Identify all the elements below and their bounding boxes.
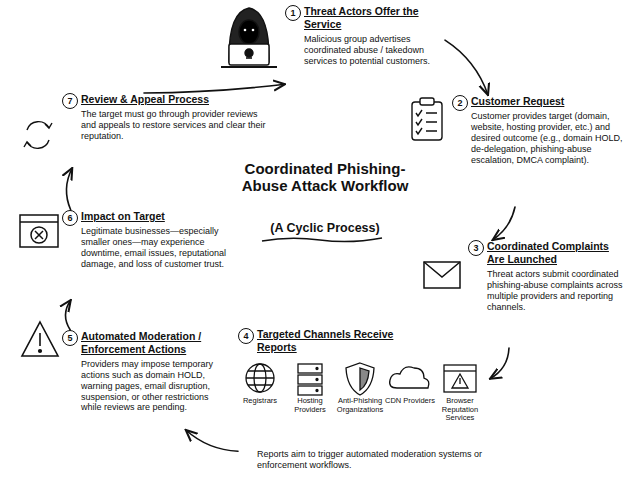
channel-label: CDN Providers <box>385 397 435 406</box>
step-box: 1Threat Actors Offer the ServiceMaliciou… <box>285 5 445 93</box>
callout-number: 5 <box>62 330 78 346</box>
cycle-arrow <box>490 348 509 379</box>
step-box: 3Coordinated Complaints Are LaunchedThre… <box>468 240 632 348</box>
step-description: Providers may impose temporary actions s… <box>81 359 227 414</box>
globe-icon-part <box>254 364 266 392</box>
clipboard-icon-part <box>416 119 437 125</box>
server-stack-icon-part <box>298 364 322 373</box>
cycle-arrows-icon <box>24 122 52 149</box>
clipboard-icon-part <box>416 128 437 134</box>
error-window-icon-part <box>20 221 58 223</box>
cycle-arrow <box>493 207 515 240</box>
browser-warning-icon-part <box>452 374 468 388</box>
callout-number: 3 <box>468 240 484 256</box>
server-stack-icon-part <box>298 386 322 395</box>
server-stack-icon-part <box>298 375 322 384</box>
cycle-arrows-icon-part <box>24 142 31 147</box>
warning-triangle-icon-part <box>39 333 41 346</box>
cycle-arrows-icon-part <box>27 122 49 130</box>
step-box: 7Review & Appeal ProcessThe target must … <box>62 93 267 168</box>
warning-triangle-icon-part <box>39 350 42 353</box>
step-description: Malicious group advertises coordinated a… <box>304 34 445 67</box>
channel-label: Browser Reputation Services <box>435 397 485 423</box>
hooded-figure-icon-part <box>229 44 269 65</box>
cycle-arrow <box>65 300 70 330</box>
hooded-figure-icon-part <box>229 8 269 62</box>
diagram-title: Coordinated Phishing-Abuse Attack Workfl… <box>240 160 410 195</box>
error-window-icon <box>20 215 58 247</box>
hooded-figure-icon-part <box>221 66 277 68</box>
step-heading: Automated Moderation / Enforcement Actio… <box>81 330 221 356</box>
cycle-arrow <box>186 430 238 451</box>
clipboard-icon-part <box>412 102 442 140</box>
clipboard-icon <box>412 98 442 140</box>
callout-number: 1 <box>285 5 301 21</box>
callout-number: 6 <box>62 210 78 226</box>
step-heading: Review & Appeal Process <box>81 93 261 106</box>
error-window-icon-part <box>20 215 58 247</box>
cycle-arrow <box>66 168 72 210</box>
step-heading: Customer Request <box>471 95 631 108</box>
subtitle: (A Cyclic Process) <box>240 221 410 235</box>
server-stack-icon-part <box>316 368 318 370</box>
server-stack-icon-part <box>316 390 318 392</box>
step-description: Reports aim to trigger automated moderat… <box>257 449 490 471</box>
cloud-icon <box>390 367 429 388</box>
cycle-arrow <box>445 40 488 95</box>
callout-number: 4 <box>238 328 254 344</box>
globe-icon-part <box>246 364 274 392</box>
envelope-icon-part <box>424 262 460 288</box>
title-underline-part <box>262 238 382 242</box>
globe-icon-part <box>246 371 274 385</box>
hooded-figure-icon-part <box>244 29 247 32</box>
browser-warning-icon-part <box>444 365 476 392</box>
step-box: 5Automated Moderation / Enforcement Acti… <box>62 330 227 430</box>
callout-number: 2 <box>452 95 468 111</box>
step-heading: Threat Actors Offer the Service <box>304 5 419 31</box>
step-heading: Targeted Channels Receive Reports <box>257 328 397 354</box>
step-description: Customer provides target (domain, websit… <box>471 111 632 166</box>
cycle-arrows-icon-part <box>27 140 49 148</box>
shield-icon-part <box>346 363 374 395</box>
clipboard-icon-part <box>420 98 434 105</box>
warning-triangle-icon-part <box>22 322 58 356</box>
hooded-figure-icon-part <box>246 57 252 59</box>
server-stack-icon-part <box>316 379 318 381</box>
envelope-icon <box>424 262 460 288</box>
channel-label: Anti-Phishing Organizations <box>335 397 385 414</box>
browser-warning-icon <box>444 365 476 392</box>
browser-warning-icon-part <box>444 370 476 371</box>
hooded-figure-icon <box>221 8 277 67</box>
shield-icon <box>346 363 374 395</box>
browser-warning-icon-part <box>459 378 460 384</box>
step-box: 2Customer RequestCustomer provides targe… <box>452 95 632 207</box>
globe-icon <box>246 364 274 392</box>
clipboard-icon-part <box>416 110 437 116</box>
channel-label: Hosting Providers <box>285 397 335 414</box>
envelope-icon-part <box>424 262 460 277</box>
server-stack-icon <box>298 364 322 395</box>
step-heading: Impact on Target <box>81 210 237 223</box>
cloud-icon-part <box>390 367 429 388</box>
step-description: Legitimate businesses—especially smaller… <box>81 226 237 270</box>
channel-label: Registrars <box>235 397 285 406</box>
hooded-figure-icon-part <box>245 49 253 57</box>
callout-number: 7 <box>62 93 78 109</box>
step-description: The target must go through provider revi… <box>81 109 267 142</box>
hooded-figure-icon-part <box>239 20 259 44</box>
shield-icon-part <box>360 368 369 390</box>
title-underline <box>262 238 382 242</box>
error-window-icon-part <box>31 227 47 243</box>
cycle-arrow <box>144 84 285 93</box>
step-box: 6Impact on TargetLegitimate businesses—e… <box>62 210 237 300</box>
step-heading: Coordinated Complaints Are Launched <box>487 240 627 266</box>
cycle-arrows-icon-part <box>45 123 52 128</box>
hooded-figure-icon-part <box>252 29 255 32</box>
warning-triangle-icon <box>22 322 58 356</box>
step-description: Threat actors submit coordinated phishin… <box>487 269 632 313</box>
error-window-icon-part <box>35 231 43 239</box>
